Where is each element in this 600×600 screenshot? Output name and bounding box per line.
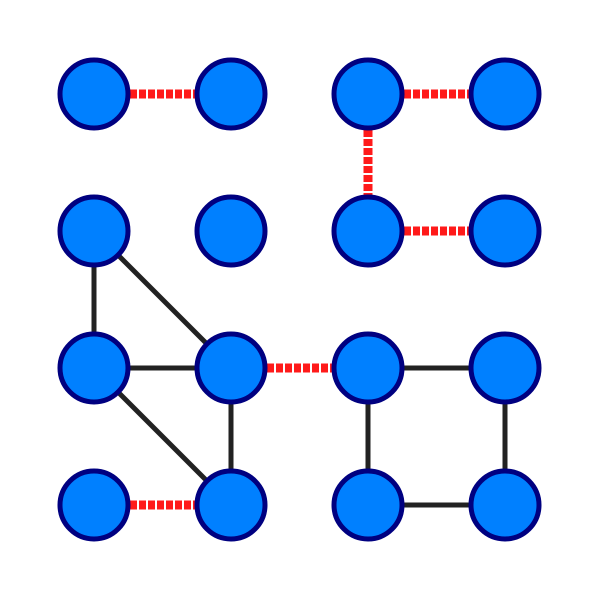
node-n20 [331, 57, 405, 131]
node-n11 [194, 194, 268, 268]
node-n12 [194, 331, 268, 405]
node-n00 [57, 57, 131, 131]
node-n31 [468, 194, 542, 268]
node-n01 [57, 194, 131, 268]
node-n02 [57, 331, 131, 405]
node-n03 [57, 468, 131, 542]
node-n13 [194, 468, 268, 542]
node-n32 [468, 331, 542, 405]
node-n22 [331, 331, 405, 405]
node-n23 [331, 468, 405, 542]
node-n33 [468, 468, 542, 542]
node-n10 [194, 57, 268, 131]
node-n30 [468, 57, 542, 131]
node-n21 [331, 194, 405, 268]
node-layer [57, 57, 542, 542]
